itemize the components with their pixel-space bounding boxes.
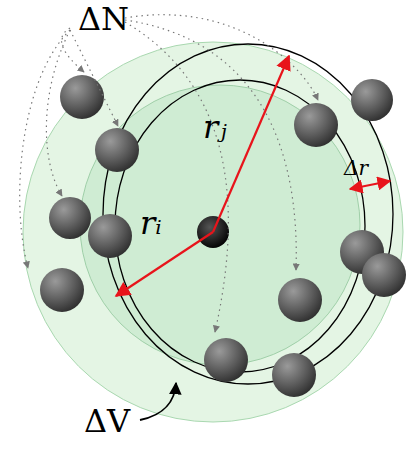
volume-arrow (140, 383, 176, 420)
inner-sphere (80, 85, 360, 365)
math-label: rⱼ (203, 110, 227, 145)
shell-inner-outline (115, 80, 365, 372)
shell-outer-outline (103, 44, 393, 384)
math-label: ΔN (78, 2, 129, 37)
outer-sphere (23, 42, 403, 422)
math-label: Δr (344, 157, 368, 179)
particles (40, 75, 406, 397)
math-label: ΔV (84, 404, 130, 439)
radius-i-arrow (116, 232, 213, 296)
count-arrows (20, 15, 318, 332)
math-label: rᵢ (140, 206, 162, 241)
shell-width-arrow (350, 181, 390, 189)
